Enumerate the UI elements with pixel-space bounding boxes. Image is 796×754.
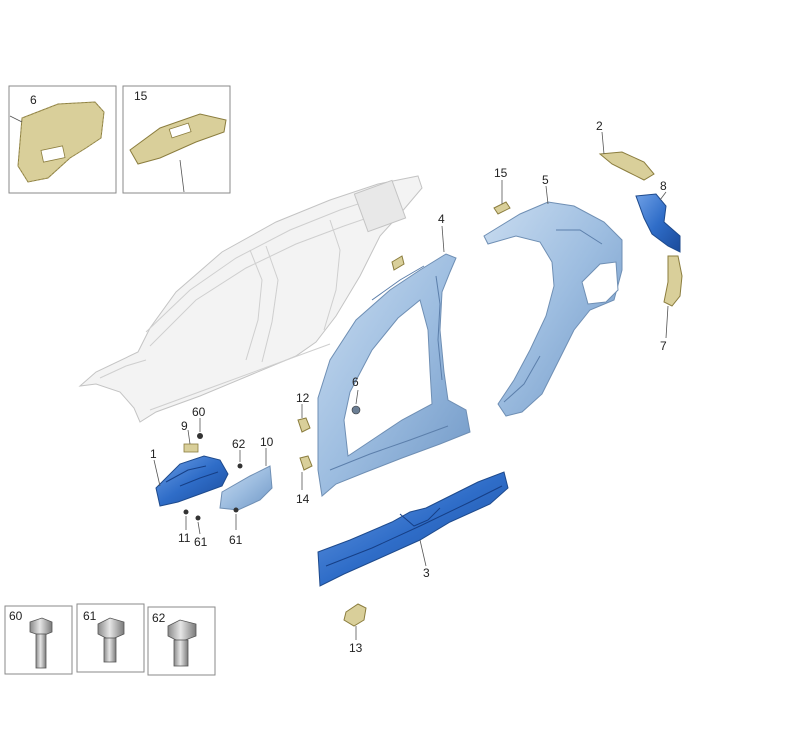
part-9[interactable]: 9 [181, 419, 199, 453]
clip-part-6[interactable]: 6 [351, 375, 361, 415]
bolt-part-61-assembly-a[interactable]: 61 [194, 515, 208, 550]
seal-pad-part-15[interactable]: 15 [493, 166, 511, 215]
bolt-part-61-assembly-b[interactable]: 61 [229, 507, 243, 548]
bracket-part-13[interactable]: 13 [343, 603, 367, 655]
callout-62-box: 62 [152, 611, 166, 625]
callout-62: 62 [232, 437, 246, 451]
ghost-body-side-frame [78, 175, 423, 423]
bracket-part-2[interactable]: 2 [596, 119, 655, 181]
callout-15: 15 [494, 166, 508, 180]
callout-61a: 61 [194, 535, 208, 549]
bolt-part-62-assembly[interactable]: 62 [232, 437, 246, 469]
rocker-sill-part-3[interactable]: 3 [317, 471, 509, 587]
seal-pad-part-15 [129, 113, 227, 165]
callout-11: 11 [178, 531, 191, 545]
callout-5: 5 [542, 173, 549, 187]
callout-14: 14 [296, 492, 310, 506]
reinforcement-part-8[interactable]: 8 [635, 179, 681, 253]
callout-1: 1 [150, 447, 157, 461]
callout-61-box: 61 [83, 609, 97, 623]
callout-13: 13 [349, 641, 363, 655]
part-11[interactable]: 11 [178, 509, 191, 546]
callout-3: 3 [423, 566, 430, 580]
side-frame-part-4[interactable]: 4 [317, 212, 471, 497]
callout-12: 12 [296, 391, 310, 405]
bracket-assembly-part-1[interactable]: 1 [150, 447, 229, 507]
clip-near-part-4 [391, 255, 405, 271]
callout-61b: 61 [229, 533, 243, 547]
callout-7: 7 [660, 339, 667, 353]
callout-2: 2 [596, 119, 603, 133]
inset-box-bolt-61[interactable]: 61 [76, 603, 145, 673]
inset-box-bolt-62[interactable]: 62 [147, 606, 216, 676]
callout-60: 60 [192, 405, 206, 419]
rear-quarter-panel-part-5[interactable]: 5 [483, 173, 623, 417]
inset-box-bolt-60[interactable]: 60 [4, 605, 73, 675]
callout-4: 4 [438, 212, 445, 226]
pillar-piece-part-7[interactable]: 7 [660, 255, 683, 353]
callout-10: 10 [260, 435, 274, 449]
clip-part-14[interactable]: 14 [296, 455, 313, 506]
callout-9: 9 [181, 419, 188, 433]
bolt-part-60-assembly[interactable]: 60 [192, 405, 206, 439]
callout-6: 6 [352, 375, 359, 389]
callout-6-box: 6 [30, 93, 37, 107]
callout-8: 8 [660, 179, 667, 193]
callout-60-box: 60 [9, 609, 23, 623]
clip-part-12[interactable]: 12 [296, 391, 311, 433]
inset-box-part-15[interactable]: 15 [122, 85, 231, 194]
inset-box-part-6[interactable]: 6 [8, 85, 117, 194]
bracket-plate-part-10[interactable]: 10 [219, 435, 274, 511]
callout-15-box: 15 [134, 89, 148, 103]
